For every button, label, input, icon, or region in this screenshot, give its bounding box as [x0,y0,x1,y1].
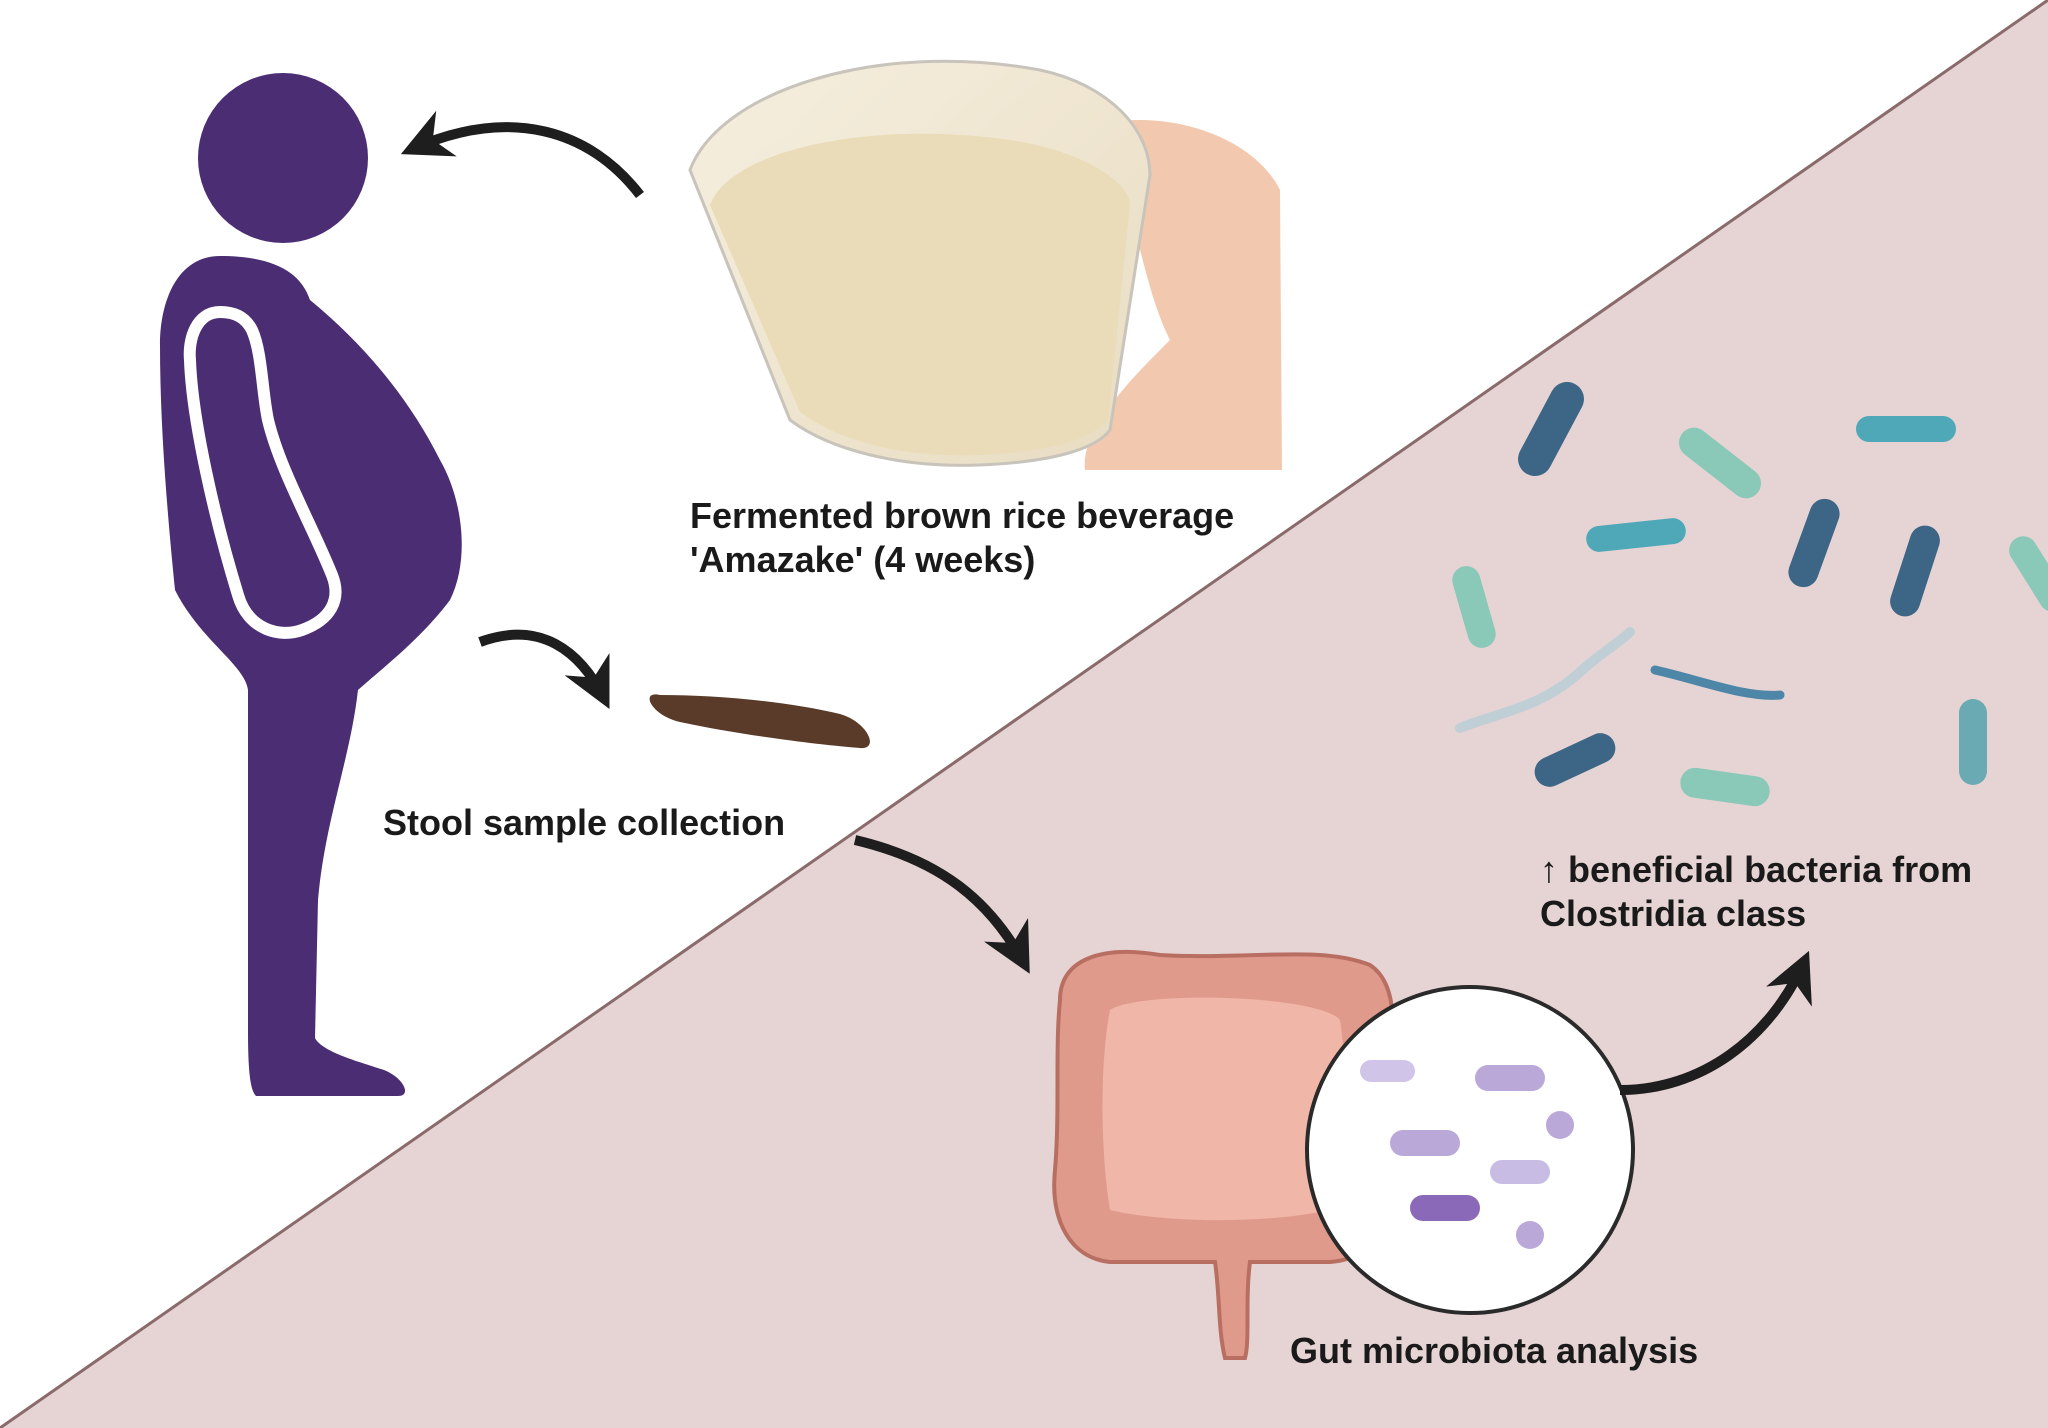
label-fermented-beverage-line2: 'Amazake' (4 weeks) [690,539,1036,580]
label-beneficial-bacteria-line1: ↑ beneficial bacteria from [1540,849,1973,890]
stool-sample-icon [649,694,870,749]
label-fermented-beverage-line1: Fermented brown rice beverage [690,495,1235,536]
label-gut-microbiota: Gut microbiota analysis [1290,1330,1699,1371]
label-stool-sample: Stool sample collection [383,802,786,843]
label-beneficial-bacteria-line2: Clostridia class [1540,893,1807,934]
amazake-glass-photo [645,50,1290,475]
curved-arrow-icon [1619,950,1812,1095]
intestine-icon [1052,950,1395,1360]
curved-arrow-icon [853,835,1030,974]
label-beneficial-bacteria: ↑ beneficial bacteria from Clostridia cl… [1540,848,1972,936]
curved-arrow-icon [478,629,610,709]
magnified-microbe-icon [1305,985,1635,1315]
person-with-obesity-icon [160,73,462,1096]
label-fermented-beverage: Fermented brown rice beverage 'Amazake' … [690,494,1234,582]
curved-arrow-icon [400,110,644,199]
bacteria-cluster-icon [1452,381,2048,807]
